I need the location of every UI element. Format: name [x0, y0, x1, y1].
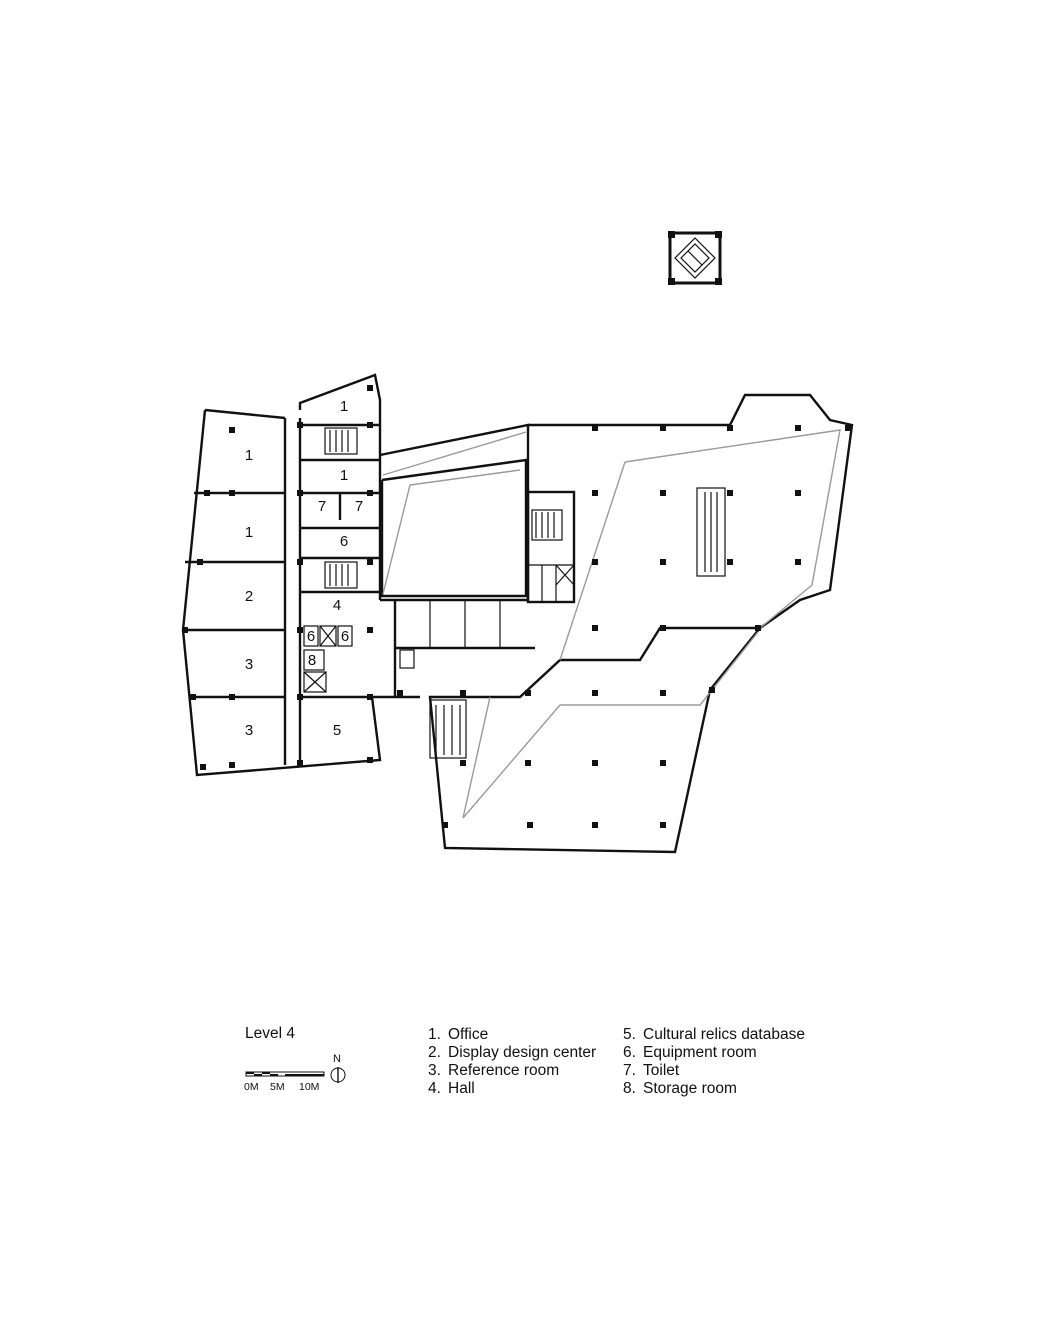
scale-label-5: 5M [270, 1081, 285, 1093]
tower-block [668, 231, 722, 285]
legend-item: 7.Toilet [623, 1062, 680, 1079]
structural-column [297, 694, 303, 700]
room-label-equipment: 6 [341, 628, 349, 645]
room-label-toilet: 7 [355, 498, 363, 515]
structural-column [460, 760, 466, 766]
structural-column [592, 690, 598, 696]
structural-column [229, 490, 235, 496]
structural-column [592, 559, 598, 565]
structural-column [660, 425, 666, 431]
north-arrow-icon [330, 1067, 346, 1083]
room-label-reference: 3 [245, 656, 253, 673]
structural-column [592, 490, 598, 496]
structural-column [229, 762, 235, 768]
room-label-display: 2 [245, 588, 253, 605]
legend-item: 6.Equipment room [623, 1044, 757, 1061]
room-label-hall: 4 [333, 597, 341, 614]
structural-column [367, 627, 373, 633]
legend-item: 3.Reference room [428, 1062, 560, 1079]
room-label-reference: 3 [245, 722, 253, 739]
structural-column [367, 757, 373, 763]
structural-column [182, 627, 188, 633]
stair-mid [324, 561, 358, 589]
structural-column [525, 760, 531, 766]
room-label-toilet: 7 [318, 498, 326, 515]
structural-column [727, 559, 733, 565]
structural-column [297, 490, 303, 496]
central-block [379, 423, 576, 697]
structural-column [592, 425, 598, 431]
legend-item: 2.Display design center [428, 1044, 597, 1061]
structural-column [190, 694, 196, 700]
room-label-equipment: 6 [307, 628, 315, 645]
structural-column [297, 422, 303, 428]
structural-column [397, 690, 403, 696]
structural-column [367, 385, 373, 391]
structural-column [660, 490, 666, 496]
structural-column [367, 559, 373, 565]
structural-column [660, 760, 666, 766]
legend-item: 5.Cultural relics database [623, 1026, 805, 1043]
scale-label-0: 0M [244, 1081, 259, 1093]
structural-column [367, 490, 373, 496]
room-label-office: 1 [340, 398, 348, 415]
structural-column [755, 625, 761, 631]
structural-column [229, 694, 235, 700]
structural-column [592, 822, 598, 828]
legend-col-2: 5.Cultural relics database 6.Equipment r… [623, 1026, 805, 1098]
scale-bar [245, 1067, 346, 1083]
structural-column [297, 627, 303, 633]
room-label-equipment: 6 [340, 533, 348, 550]
west-wing [181, 373, 420, 777]
room-label-office: 1 [245, 524, 253, 541]
columns [182, 385, 851, 828]
structural-column [229, 427, 235, 433]
structural-column [795, 490, 801, 496]
structural-column [525, 690, 531, 696]
structural-column [727, 425, 733, 431]
room-label-relics: 5 [333, 722, 341, 739]
structural-column [592, 625, 598, 631]
structural-column [660, 559, 666, 565]
room-label-storage: 8 [308, 652, 316, 669]
structural-column [460, 690, 466, 696]
legend-item: 1.Office [428, 1026, 489, 1043]
structural-column [709, 687, 715, 693]
structural-column [660, 822, 666, 828]
structural-column [297, 760, 303, 766]
structural-column [795, 425, 801, 431]
structural-column [442, 822, 448, 828]
level-title: Level 4 [245, 1025, 295, 1042]
room-label-office: 1 [245, 447, 253, 464]
structural-column [527, 822, 533, 828]
stair-north [324, 427, 358, 455]
structural-column [795, 559, 801, 565]
legend-col-1: 1.Office 2.Display design center 3.Refer… [428, 1026, 596, 1098]
north-label: N [333, 1053, 341, 1065]
scale-label-10: 10M [299, 1081, 320, 1093]
structural-column [727, 490, 733, 496]
structural-column [367, 422, 373, 428]
structural-column [660, 690, 666, 696]
room-labels: 1 1 1 1 7 7 6 2 4 6 6 8 3 3 5 [245, 398, 363, 739]
room-label-office: 1 [340, 467, 348, 484]
structural-column [367, 694, 373, 700]
legend-item: 4.Hall [428, 1080, 475, 1097]
structural-column [297, 559, 303, 565]
structural-column [845, 425, 851, 431]
structural-column [592, 760, 598, 766]
structural-column [200, 764, 206, 770]
structural-column [660, 625, 666, 631]
structural-column [204, 490, 210, 496]
structural-column [197, 559, 203, 565]
legend-item: 8.Storage room [623, 1080, 737, 1097]
